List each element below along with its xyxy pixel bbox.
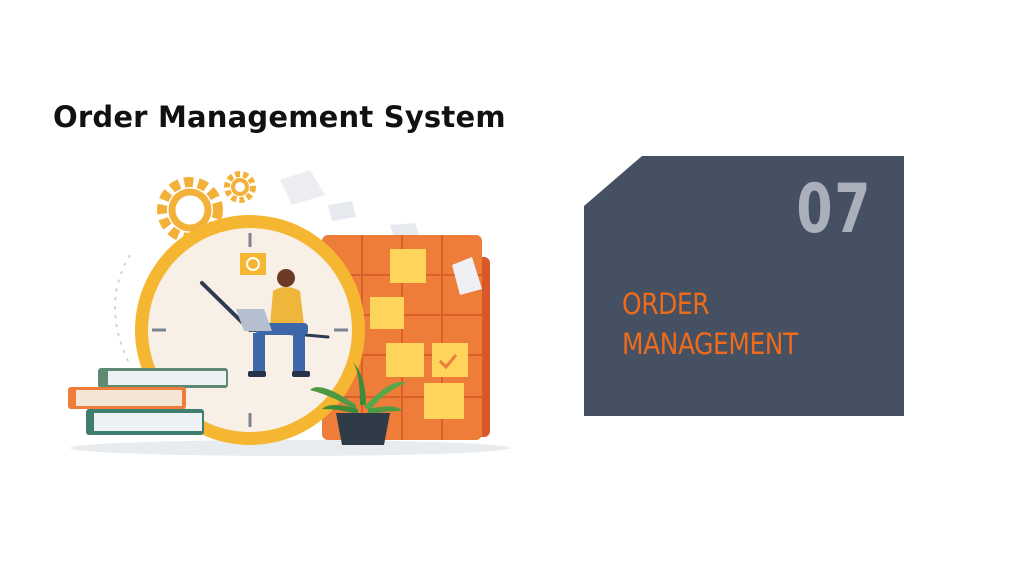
ground-shadow — [70, 440, 510, 456]
sticky-note — [390, 249, 426, 283]
section-label: ORDER MANAGEMENT — [622, 284, 854, 364]
section-label-line1: ORDER — [622, 287, 710, 321]
sticky-note — [386, 343, 424, 377]
gear-icon — [224, 171, 256, 203]
slide-title: Order Management System — [53, 100, 506, 134]
section-number: 07 — [796, 170, 872, 249]
dotted-arc — [114, 254, 131, 366]
check-icon — [438, 354, 458, 370]
laptop-icon — [236, 309, 272, 331]
sticky-note — [424, 383, 464, 419]
calendar-board — [322, 235, 490, 440]
section-card: 07 ORDER MANAGEMENT — [584, 156, 904, 416]
books-stack — [68, 368, 228, 435]
person-with-laptop — [236, 269, 310, 377]
potted-plant — [310, 361, 406, 445]
section-label-line2: MANAGEMENT — [622, 327, 798, 361]
sticky-note — [370, 297, 404, 329]
order-management-illustration — [60, 165, 520, 465]
